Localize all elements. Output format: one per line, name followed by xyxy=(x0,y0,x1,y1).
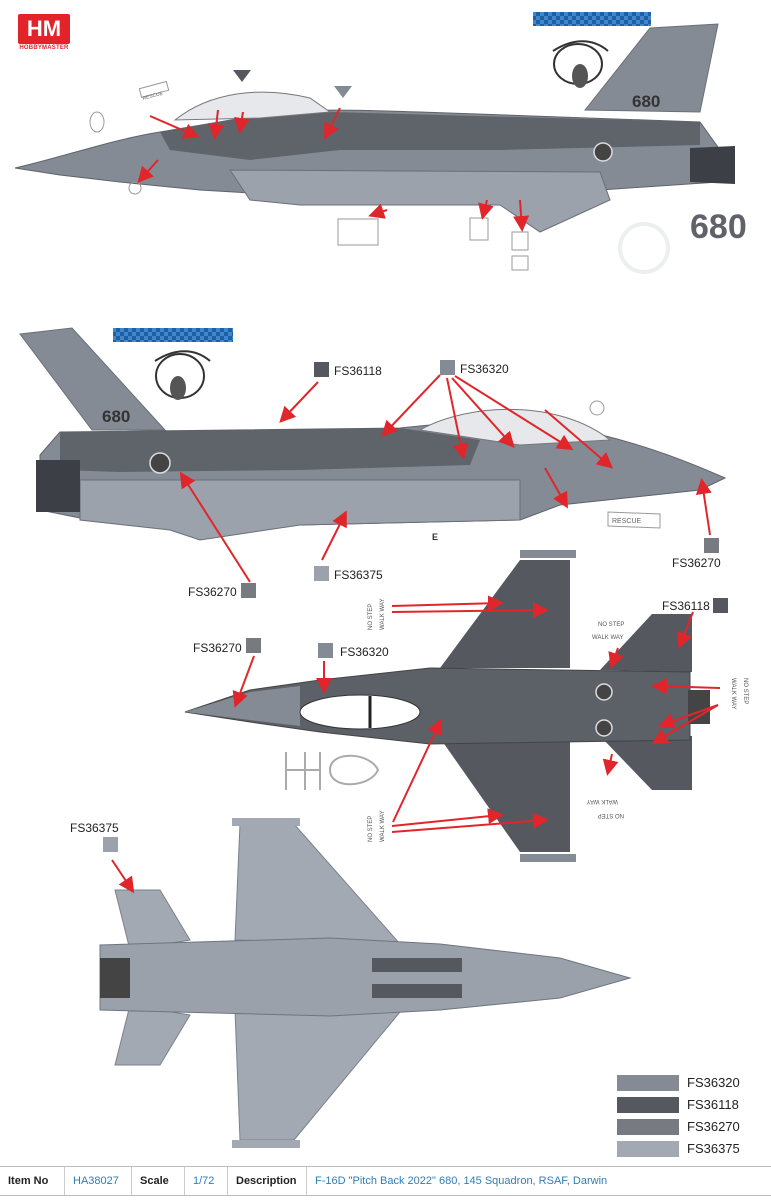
rescue-stencil-top: RESCUE xyxy=(142,91,164,102)
swatch-top-fs36118 xyxy=(314,362,329,377)
callout-lower-fs36375: FS36375 xyxy=(70,821,119,835)
callout-upper-fs36118: FS36118 xyxy=(662,599,710,613)
hornet-emblem xyxy=(552,40,609,88)
plan-view-lower xyxy=(99,818,632,1148)
walk-way-stencil-5: WALK WAY xyxy=(380,811,386,842)
legend-swatch xyxy=(617,1119,679,1135)
legend-row-fs36118: FS36118 xyxy=(617,1097,757,1113)
no-step-stencil-1: NO STEP xyxy=(368,604,374,630)
callout-side-fs36270: FS36270 xyxy=(188,585,237,599)
logo-mark: HM xyxy=(18,14,70,44)
callout-top-fs36118: FS36118 xyxy=(334,364,382,378)
profile-right-view: 680 RESCUE E xyxy=(19,327,727,583)
letter-e-stencil: E xyxy=(432,532,438,542)
callout-top-fs36320: FS36320 xyxy=(460,362,509,376)
callout-upper-fs36270: FS36270 xyxy=(193,641,242,655)
hornet-emblem-2 xyxy=(154,350,211,400)
logo-brand: HOBBYMASTER xyxy=(19,45,69,51)
callout-nose-fs36270: FS36270 xyxy=(672,556,721,570)
rescue-stencil-side: RESCUE xyxy=(612,518,642,525)
description-label: Description xyxy=(228,1167,307,1195)
swatch-lower-fs36375 xyxy=(103,837,118,852)
aircraft-drawings: 680 RESCUE xyxy=(14,12,748,1148)
item-no-label: Item No xyxy=(0,1167,65,1195)
legend-row-fs36320: FS36320 xyxy=(617,1075,757,1091)
profile-left-view: 680 RESCUE xyxy=(14,12,735,274)
no-step-stencil-5: NO STEP xyxy=(368,816,374,842)
tail-number-label-2: 680 xyxy=(102,407,130,426)
legend-swatch xyxy=(617,1075,679,1091)
legend-row-fs36270: FS36270 xyxy=(617,1119,757,1135)
legend-label: FS36320 xyxy=(687,1075,740,1090)
hobbymaster-logo: HM HOBBYMASTER xyxy=(18,14,70,54)
callout-upper-fs36320: FS36320 xyxy=(340,645,389,659)
no-step-stencil-4: NO STEP xyxy=(598,812,624,818)
lion-emblem xyxy=(618,222,670,274)
swatch-nose-fs36270 xyxy=(704,538,719,553)
swatch-side-fs36270 xyxy=(241,583,256,598)
callout-side-fs36375: FS36375 xyxy=(334,568,383,582)
scale-value: 1/72 xyxy=(185,1167,228,1195)
description-value: F-16D "Pitch Back 2022" 680, 145 Squadro… xyxy=(315,1175,608,1187)
legend-label: FS36270 xyxy=(687,1119,740,1134)
swatch-side-fs36375 xyxy=(314,566,329,581)
product-info-bar: Item No HA38027 Scale 1/72 Description F… xyxy=(0,1166,771,1196)
item-no-value: HA38027 xyxy=(65,1167,132,1195)
swatch-upper-fs36320 xyxy=(318,643,333,658)
walk-way-stencil-2: WALK WAY xyxy=(592,635,623,641)
legend-row-fs36375: FS36375 xyxy=(617,1141,757,1157)
tail-number-label: 680 xyxy=(632,92,660,111)
swatch-upper-fs36270 xyxy=(246,638,261,653)
tail-checker-band xyxy=(533,12,651,26)
plan-view-upper: NO STEP WALK WAY NO STEP WALK WAY NO STE… xyxy=(184,550,748,862)
no-step-stencil-2: NO STEP xyxy=(598,622,624,628)
no-step-stencil-3: NO STEP xyxy=(742,678,748,704)
scale-label: Scale xyxy=(132,1167,185,1195)
walk-way-stencil-4: WALK WAY xyxy=(587,798,618,804)
swatch-upper-fs36118 xyxy=(713,598,728,613)
legend-swatch xyxy=(617,1141,679,1157)
swatch-top-fs36320 xyxy=(440,360,455,375)
aircraft-number: 680 xyxy=(690,208,747,246)
legend-label: FS36375 xyxy=(687,1141,740,1156)
legend-swatch xyxy=(617,1097,679,1113)
walk-way-stencil-3: WALK WAY xyxy=(730,678,736,709)
walk-way-stencil-1: WALK WAY xyxy=(380,599,386,630)
legend-label: FS36118 xyxy=(687,1097,739,1112)
